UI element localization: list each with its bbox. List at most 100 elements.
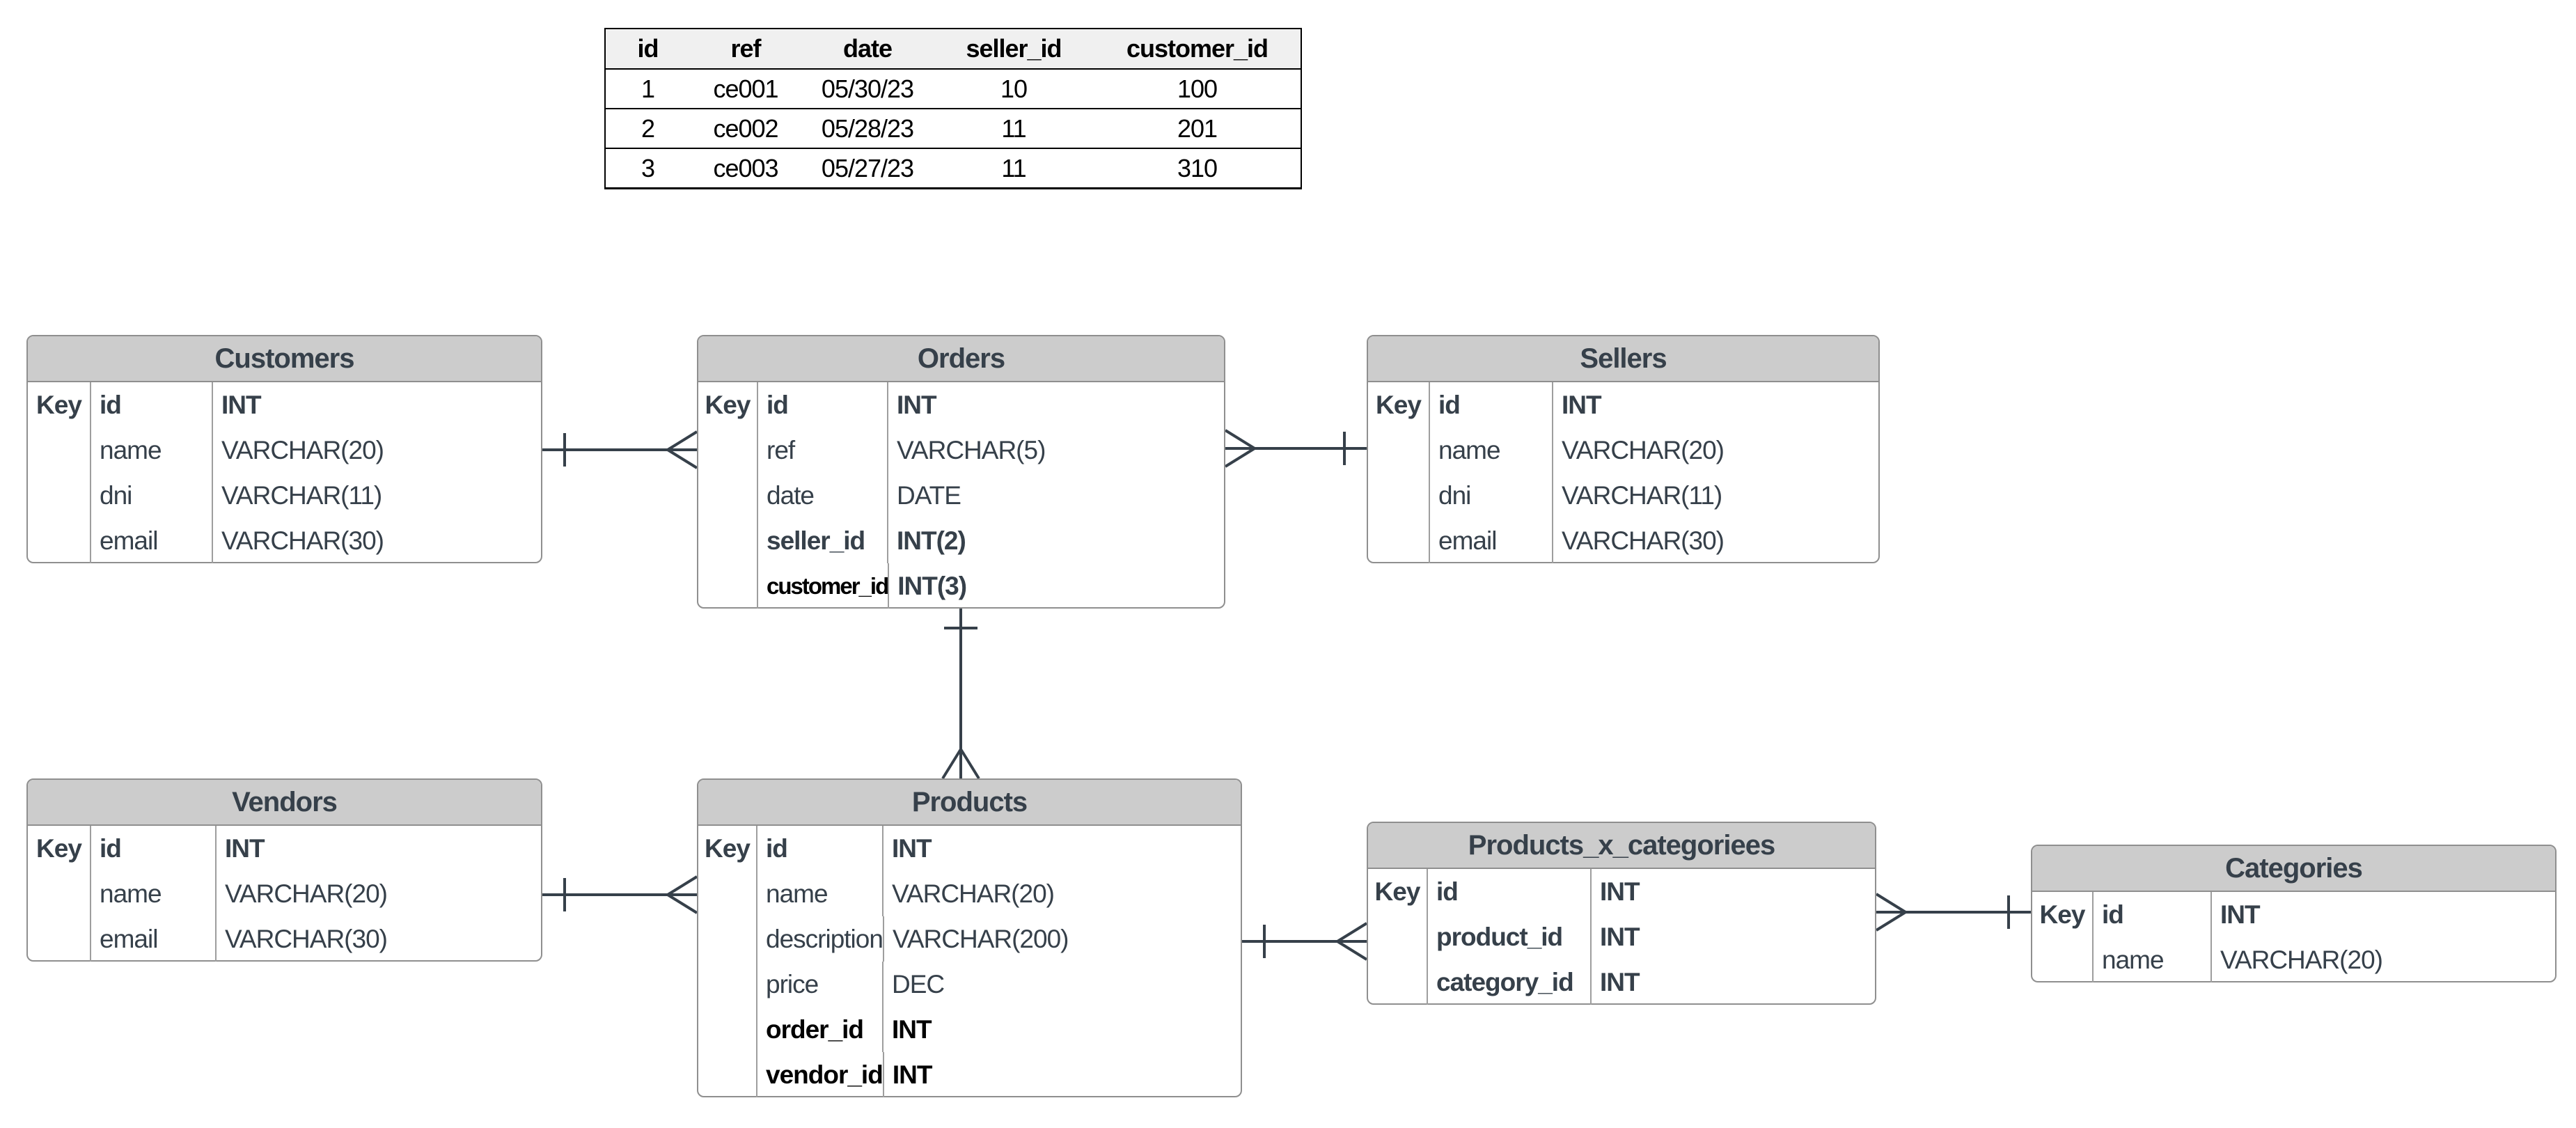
field-name: name — [1429, 428, 1552, 473]
field-type: VARCHAR(5) — [887, 428, 1224, 473]
field-key — [1368, 518, 1429, 563]
field-type: VARCHAR(30) — [212, 518, 541, 563]
field-key — [698, 962, 756, 1007]
field-type: INT — [2210, 892, 2555, 937]
crows-foot-many-icon — [959, 748, 980, 780]
field-type: VARCHAR(30) — [1552, 518, 1878, 563]
sample-col-header: ref — [690, 29, 801, 69]
crows-foot-many-icon — [1336, 940, 1368, 961]
sample-cell: ce002 — [690, 109, 801, 148]
crows-foot-many-icon — [1224, 429, 1256, 450]
field-type: VARCHAR(20) — [1552, 428, 1878, 473]
sample-cell: 11 — [934, 109, 1094, 148]
sample-cell: 05/27/23 — [801, 148, 934, 189]
field-key — [1368, 959, 1427, 1005]
field-name: name — [756, 871, 882, 916]
sample-cell: 11 — [934, 148, 1094, 189]
field-name: date — [757, 473, 887, 518]
field-name: price — [756, 962, 882, 1007]
entity-title: Sellers — [1368, 336, 1878, 382]
relation-orders-sellers[interactable] — [1224, 429, 1367, 468]
field-type: INT(3) — [888, 563, 1224, 609]
relation-customers-orders[interactable] — [542, 430, 698, 469]
relation-vendors-products[interactable] — [542, 875, 698, 914]
field-name: ref — [757, 428, 887, 473]
field-type: INT — [1590, 869, 1875, 914]
field-key — [28, 871, 90, 916]
field-name: order_id — [756, 1007, 882, 1052]
field-type: VARCHAR(20) — [2210, 937, 2555, 982]
field-type: INT — [1590, 959, 1875, 1005]
sample-cell: ce001 — [690, 69, 801, 109]
relation-products_x_categoriees-categories[interactable] — [1875, 893, 2031, 932]
field-type: INT — [887, 382, 1224, 428]
field-type: VARCHAR(30) — [215, 916, 541, 962]
crows-foot-many-icon — [666, 430, 698, 451]
field-name: email — [90, 916, 215, 962]
field-key: Key — [2039, 900, 2086, 929]
field-key — [698, 563, 757, 609]
field-key — [2032, 937, 2092, 982]
field-type: INT — [882, 1007, 1241, 1052]
crows-foot-many-icon — [1336, 922, 1368, 943]
field-type: VARCHAR(20) — [882, 871, 1241, 916]
field-name: id — [2092, 892, 2210, 937]
relation-orders-products[interactable] — [941, 606, 980, 780]
field-name: customer_id — [757, 563, 889, 609]
field-type: INT(2) — [887, 518, 1224, 563]
field-key — [28, 473, 90, 518]
crows-foot-many-icon — [666, 448, 698, 469]
field-type: DEC — [882, 962, 1241, 1007]
field-name: description — [756, 916, 883, 962]
crows-foot-many-icon — [1875, 893, 1907, 914]
sample-cell: ce003 — [690, 148, 801, 189]
field-name: name — [90, 428, 212, 473]
relation-products-products_x_categoriees[interactable] — [1242, 922, 1368, 961]
entity-title: Orders — [698, 336, 1224, 382]
crows-foot-many-icon — [1875, 911, 1907, 932]
crows-foot-many-icon — [1224, 447, 1256, 468]
field-type: INT — [882, 1052, 1241, 1097]
field-name: name — [2092, 937, 2210, 982]
field-type: DATE — [887, 473, 1224, 518]
field-key — [28, 518, 90, 563]
